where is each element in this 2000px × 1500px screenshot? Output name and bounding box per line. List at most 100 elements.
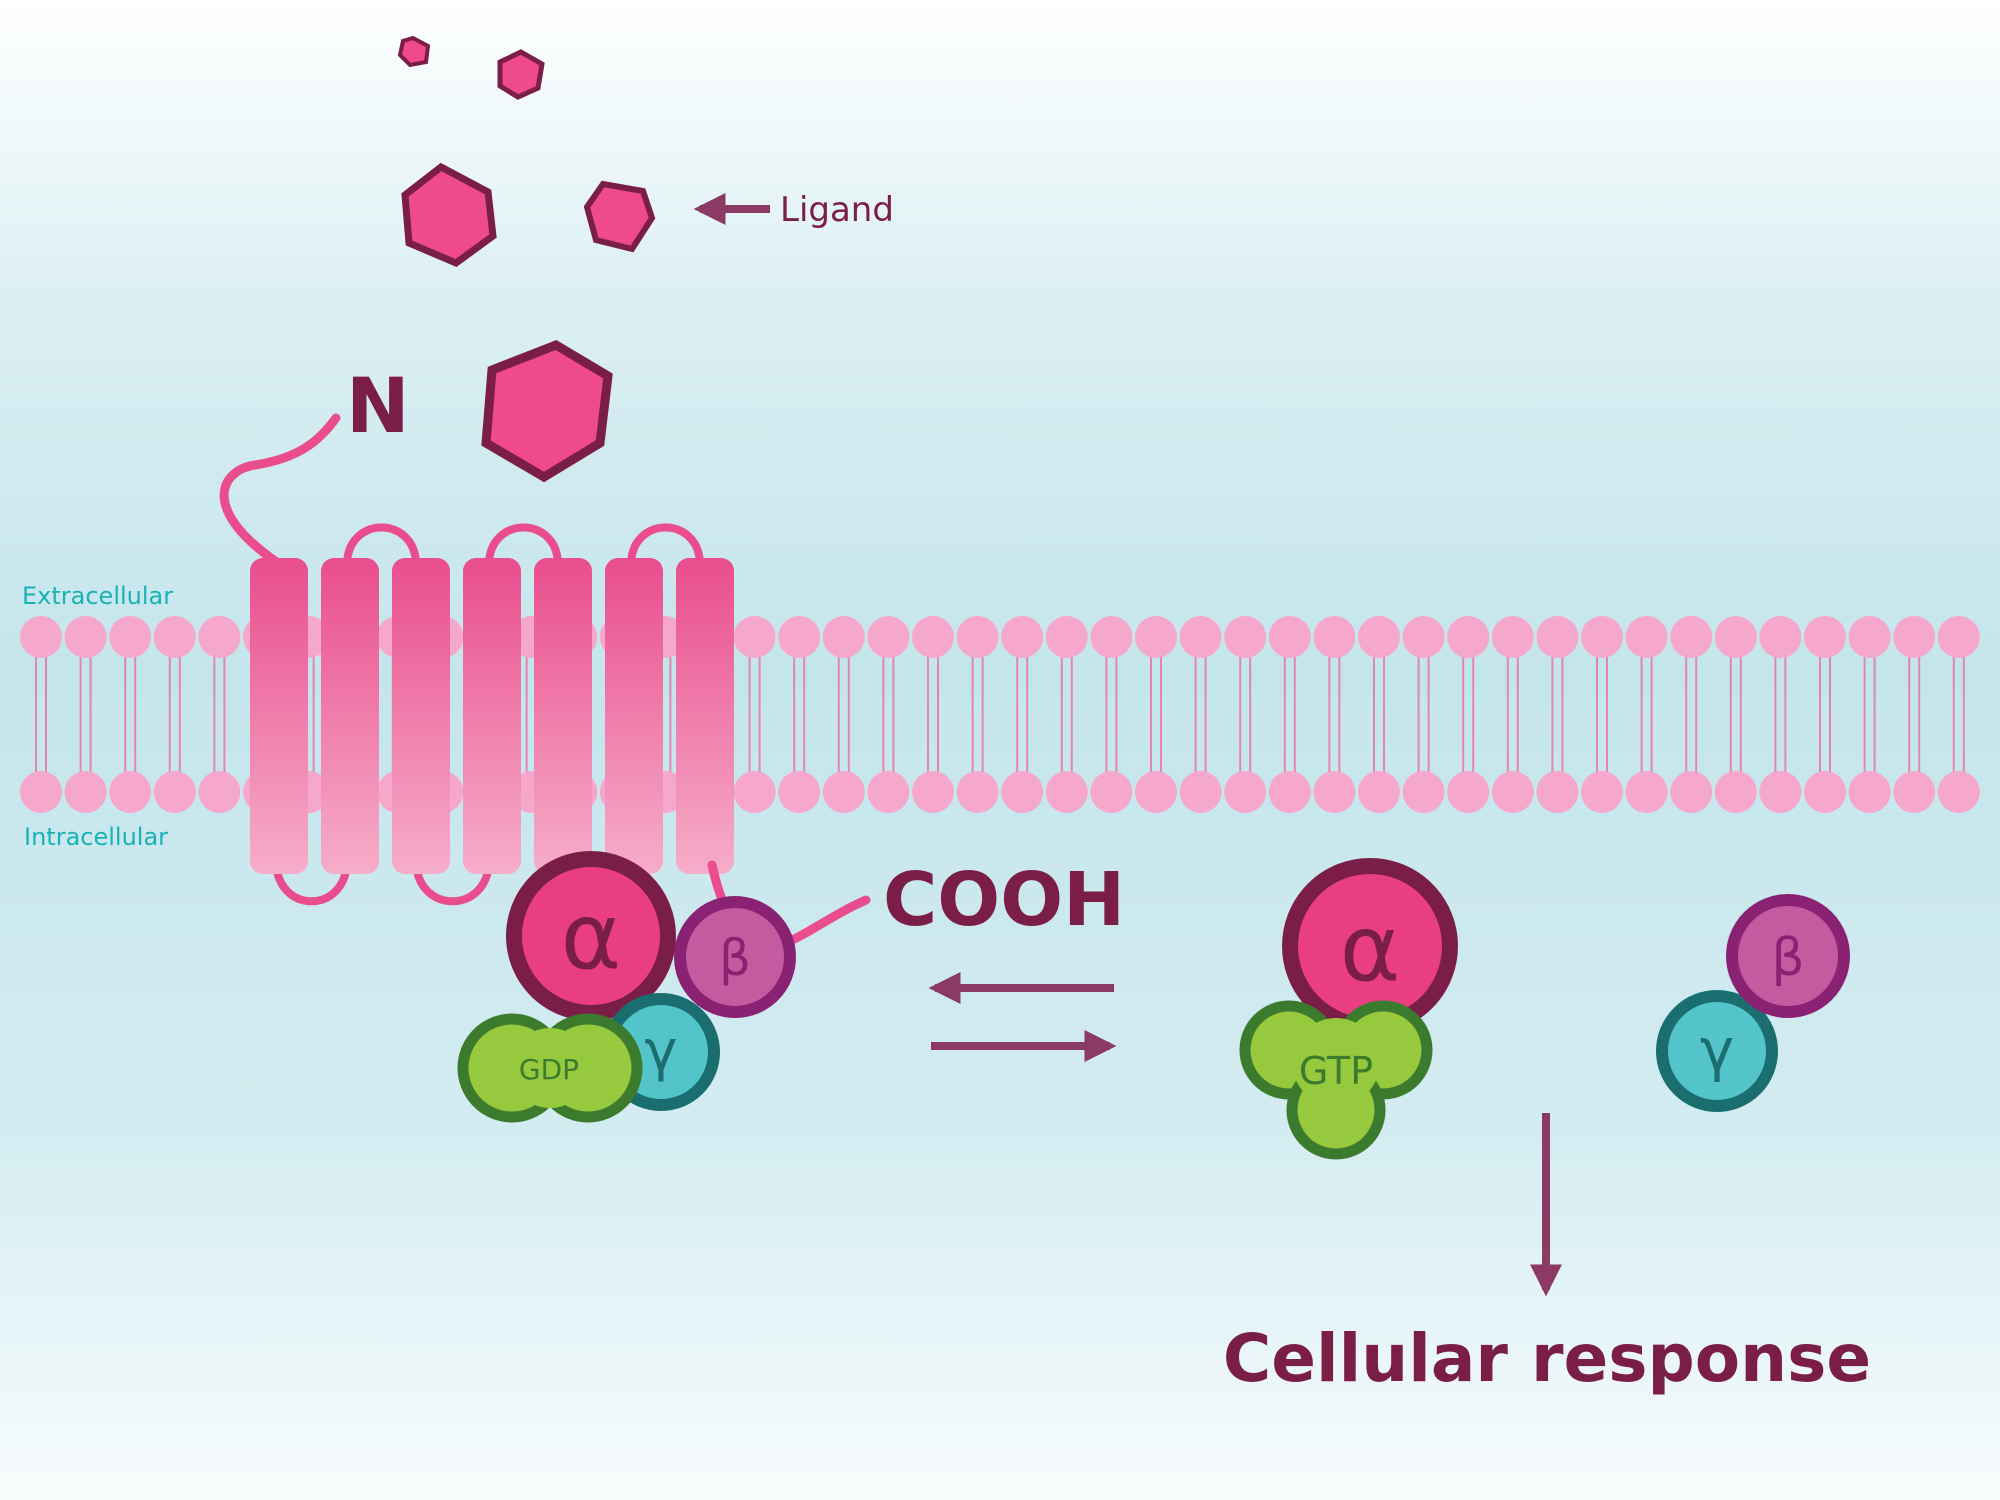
lipid-head [153,771,196,813]
alpha-subunit [506,851,676,1021]
lipid-head [1670,616,1713,658]
lipid-head [109,771,152,813]
n-terminus-label: N [346,361,410,450]
transmembrane-helix [676,558,734,874]
lipid-head [1268,616,1311,658]
lipid-head [1937,616,1980,658]
lipid-head [64,616,107,658]
lipid-head [1893,616,1936,658]
lipid-head [1045,771,1088,813]
lipid-head [1625,616,1668,658]
lipid-head [1536,616,1579,658]
lipid-head [1090,771,1133,813]
ligand-molecule [397,35,431,68]
lipid-head [1848,771,1891,813]
n-terminal-tail [219,413,341,568]
lipid-head [20,771,62,813]
lipid-head [1447,771,1490,813]
beta-symbol: β [1771,928,1804,988]
lipid-head [1001,616,1044,658]
lipid-head [956,771,999,813]
lipid-head [1714,771,1757,813]
gdp-label: GDP [519,1053,579,1086]
lipid-head [1224,771,1267,813]
ligand-molecule [583,180,656,253]
lipid-head [1536,771,1579,813]
lipid-head [778,771,821,813]
lipid-head [1581,616,1623,658]
beta-subunit [674,896,796,1018]
lipid-head [822,616,865,658]
alpha-symbol: α [1340,895,1401,1002]
lipid-head [867,616,910,658]
ligand-molecule [481,340,613,483]
lipid-head [1759,771,1802,813]
transmembrane-helix [250,558,308,874]
intracellular-label: Intracellular [24,823,168,851]
lipid-head [1135,771,1177,813]
lipid-head [1581,771,1623,813]
lipid-head [1358,771,1400,813]
lipid-head [956,616,999,658]
gtp-label: GTP [1299,1049,1373,1093]
transmembrane-helix [534,558,592,874]
receptor-transmembrane-helices [250,558,734,874]
transmembrane-helix [392,558,450,874]
beta-gamma-complex: γ β [1656,894,1850,1112]
lipid-head [198,616,241,658]
lipid-head [1491,771,1534,813]
lipid-head [1937,771,1980,813]
lipid-head [20,616,62,658]
lipid-head [1447,616,1490,658]
gamma-subunit [1656,990,1778,1112]
lipid-head [1759,616,1802,658]
cellular-response-label: Cellular response [1223,1320,1871,1397]
cooh-label: COOH [883,857,1125,943]
lipid-head [1893,771,1936,813]
lipid-head [64,771,107,813]
beta-symbol: β [719,929,751,987]
gtp-lobe-join [1292,1018,1380,1106]
ligand-molecule [497,49,545,100]
alpha-gtp-complex: α GTP [1239,858,1458,1160]
lipid-head [1804,771,1846,813]
lipid-head [1045,616,1088,658]
transmembrane-helix [321,558,379,874]
ligand-label: Ligand [780,190,894,230]
lipid-head [867,771,910,813]
transmembrane-helix [463,558,521,874]
transmembrane-helix [605,558,663,874]
ligand-molecule [401,162,497,267]
lipid-head [733,616,776,658]
lipid-head [1090,616,1133,658]
lipid-head [1848,616,1891,658]
lipid-head [1224,616,1267,658]
lipid-head [1313,616,1356,658]
gdp-lobe-join [510,1028,590,1108]
lipid-head [153,616,196,658]
lipid-head [109,616,152,658]
lipid-head [733,771,776,813]
lipid-head [1179,616,1222,658]
ligand-molecules [397,35,656,483]
lipid-head [1402,616,1445,658]
lipid-head [1670,771,1713,813]
lipid-head [1135,616,1177,658]
lipid-head [1625,771,1668,813]
lipid-head [778,616,821,658]
g-protein-complex-bound: α γ β GDP [457,851,796,1123]
lipid-head [1491,616,1534,658]
lipid-head [912,771,954,813]
lipid-head [912,616,954,658]
lipid-head [198,771,241,813]
lipid-head [822,771,865,813]
lipid-head [1358,616,1400,658]
lipid-head [1268,771,1311,813]
extracellular-label: Extracellular [22,582,173,610]
gamma-symbol: γ [644,1019,677,1084]
lipid-head [1804,616,1846,658]
lipid-head [1402,771,1445,813]
gamma-symbol: γ [1700,1016,1734,1084]
beta-subunit [1726,894,1850,1018]
